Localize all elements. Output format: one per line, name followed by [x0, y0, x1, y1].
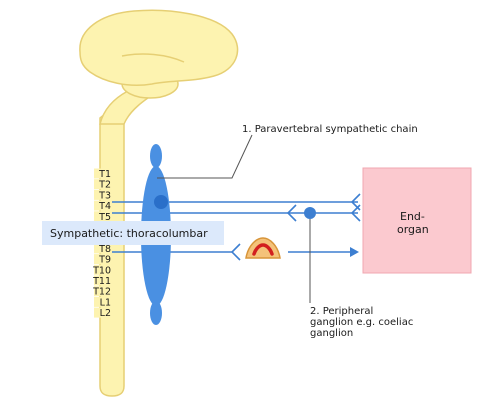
segment-label-bg [94, 243, 112, 254]
segment-label-bg [94, 296, 112, 307]
segment-label-bg [94, 200, 112, 211]
chain-ganglion-t4 [154, 195, 168, 209]
brain [79, 9, 239, 87]
end-organ-box [362, 167, 472, 274]
segment-label-t12: T12 [92, 287, 111, 298]
end-organ-label-line1: End- [400, 210, 425, 223]
segment-label-bg [94, 264, 112, 275]
segment-label-bg [94, 179, 112, 190]
callout-peripheral-line2: ganglion e.g. coeliac [310, 317, 413, 328]
synapse-chevron-end-organ-mid [350, 204, 361, 222]
segment-label-bg [94, 254, 112, 265]
callout-peripheral-line3: ganglion [310, 328, 353, 339]
segment-label-t10: T10 [92, 265, 111, 276]
synapse-chevron-peripheral [286, 204, 297, 222]
callout-paravertebral-chain: 1. Paravertebral sympathetic chain [242, 124, 418, 135]
arrowhead-end-organ [350, 247, 359, 257]
segment-label-t8: T8 [98, 244, 111, 255]
coeliac-ganglion-icon [245, 237, 281, 259]
segment-label-bg [94, 211, 112, 222]
segment-label-l1: L1 [100, 297, 111, 308]
segment-label-bg [94, 286, 112, 297]
segment-label-t5: T5 [98, 212, 111, 223]
segment-label-l2: L2 [100, 308, 111, 319]
segment-label-bg [94, 189, 112, 200]
callout-peripheral-line1: 2. Peripheral [310, 306, 373, 317]
sympathetic-label: Sympathetic: thoracolumbar [50, 227, 208, 240]
segment-label-t11: T11 [92, 276, 111, 287]
peripheral-ganglion [304, 207, 316, 219]
segment-label-bg [94, 275, 112, 286]
segment-label-t9: T9 [98, 255, 111, 266]
segment-label-t3: T3 [98, 190, 111, 201]
segment-label-t2: T2 [98, 180, 111, 191]
callout-line-paravertebral [157, 134, 253, 179]
segment-label-t4: T4 [98, 201, 111, 212]
synapse-chevron-coeliac [230, 243, 241, 261]
brain-fold [121, 53, 185, 63]
segment-label-t1: T1 [98, 169, 111, 180]
end-organ-label-line2: organ [397, 223, 429, 236]
segment-label-bg [94, 168, 112, 179]
segment-label-bg [94, 307, 112, 318]
sympathetic-label-box [42, 221, 224, 245]
coeliac-ganglion-core [252, 243, 274, 256]
chain-lower-node [150, 301, 162, 325]
